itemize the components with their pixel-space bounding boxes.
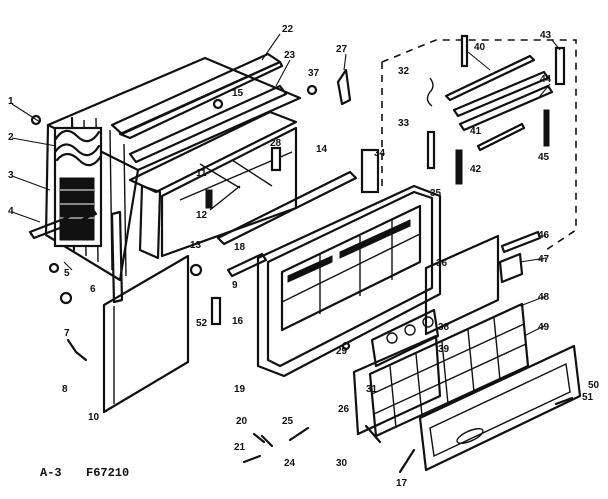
part-label: 48	[538, 292, 550, 303]
part-label: 26	[338, 404, 350, 415]
part-label: 29	[336, 346, 348, 357]
front-cover	[418, 344, 582, 472]
part-label: 46	[538, 230, 550, 241]
part-label: 34	[374, 148, 386, 159]
figure-number: F67210	[86, 466, 129, 480]
part-label: 19	[234, 384, 246, 395]
part-label: 41	[470, 126, 482, 137]
louver-grille	[368, 302, 530, 438]
part-label: 49	[538, 322, 550, 333]
part-label: 45	[538, 152, 550, 163]
part-label: 2	[8, 132, 14, 143]
part-label: 44	[540, 74, 552, 85]
front-frame	[256, 184, 442, 378]
part-label: 23	[284, 50, 296, 61]
part-label: 15	[232, 88, 244, 99]
part-label: 8	[62, 384, 68, 395]
part-label: 28	[270, 138, 282, 149]
support-bar-18	[226, 252, 268, 278]
part-label: 37	[308, 68, 320, 79]
part-label: 42	[470, 164, 482, 175]
figure-caption: A-3 F67210	[40, 466, 129, 480]
part-label: 17	[396, 478, 408, 489]
part-label: 47	[538, 254, 550, 265]
part-label: 12	[196, 210, 208, 221]
part-label: 13	[190, 240, 202, 251]
part-label: 10	[88, 412, 100, 423]
part-label: 35	[430, 188, 442, 199]
page-code: A-3	[40, 466, 62, 480]
side-rail	[28, 206, 124, 304]
hardware-kit-box	[381, 34, 577, 251]
part-label: 24	[284, 458, 296, 469]
part-number-labels: 1 2 3 4 5 6 7 8 9 10 11 12 13 14 15 16 1…	[8, 24, 600, 489]
part-label: 52	[196, 318, 208, 329]
part-label: 6	[90, 284, 96, 295]
part-label: 14	[316, 144, 328, 155]
control-panel	[370, 308, 440, 368]
part-label: 25	[282, 416, 294, 427]
part-label: 5	[64, 268, 70, 279]
part-label: 9	[232, 280, 238, 291]
part-label: 18	[234, 242, 246, 253]
part-label: 11	[196, 168, 207, 179]
part-label: 38	[438, 322, 450, 333]
inner-chassis	[128, 110, 298, 260]
part-label: 51	[582, 392, 594, 403]
part-label: 30	[336, 458, 348, 469]
part-label: 31	[366, 384, 378, 395]
part-label: 33	[398, 118, 410, 129]
support-bar-14	[216, 170, 358, 246]
part-label: 50	[588, 380, 600, 391]
small-hardware	[30, 68, 574, 474]
part-label: 3	[8, 170, 14, 181]
filter-panel	[352, 234, 500, 436]
part-label: 43	[540, 30, 552, 41]
part-label: 27	[336, 44, 348, 55]
top-rail-23	[128, 84, 288, 164]
part-label: 1	[8, 96, 14, 107]
part-label: 20	[236, 416, 248, 427]
part-label: 36	[436, 258, 448, 269]
part-label: 39	[438, 344, 450, 355]
part-label: 32	[398, 66, 410, 77]
part-label: 4	[8, 206, 14, 217]
part-label: 22	[282, 24, 294, 35]
part-label: 7	[64, 328, 70, 339]
side-panel	[102, 254, 190, 414]
mounting-bracket	[498, 230, 542, 284]
part-label: 21	[234, 442, 246, 453]
part-label: 16	[232, 316, 244, 327]
leader-lines	[11, 33, 561, 337]
top-rail-22	[110, 52, 284, 140]
part-label: 40	[474, 42, 486, 53]
